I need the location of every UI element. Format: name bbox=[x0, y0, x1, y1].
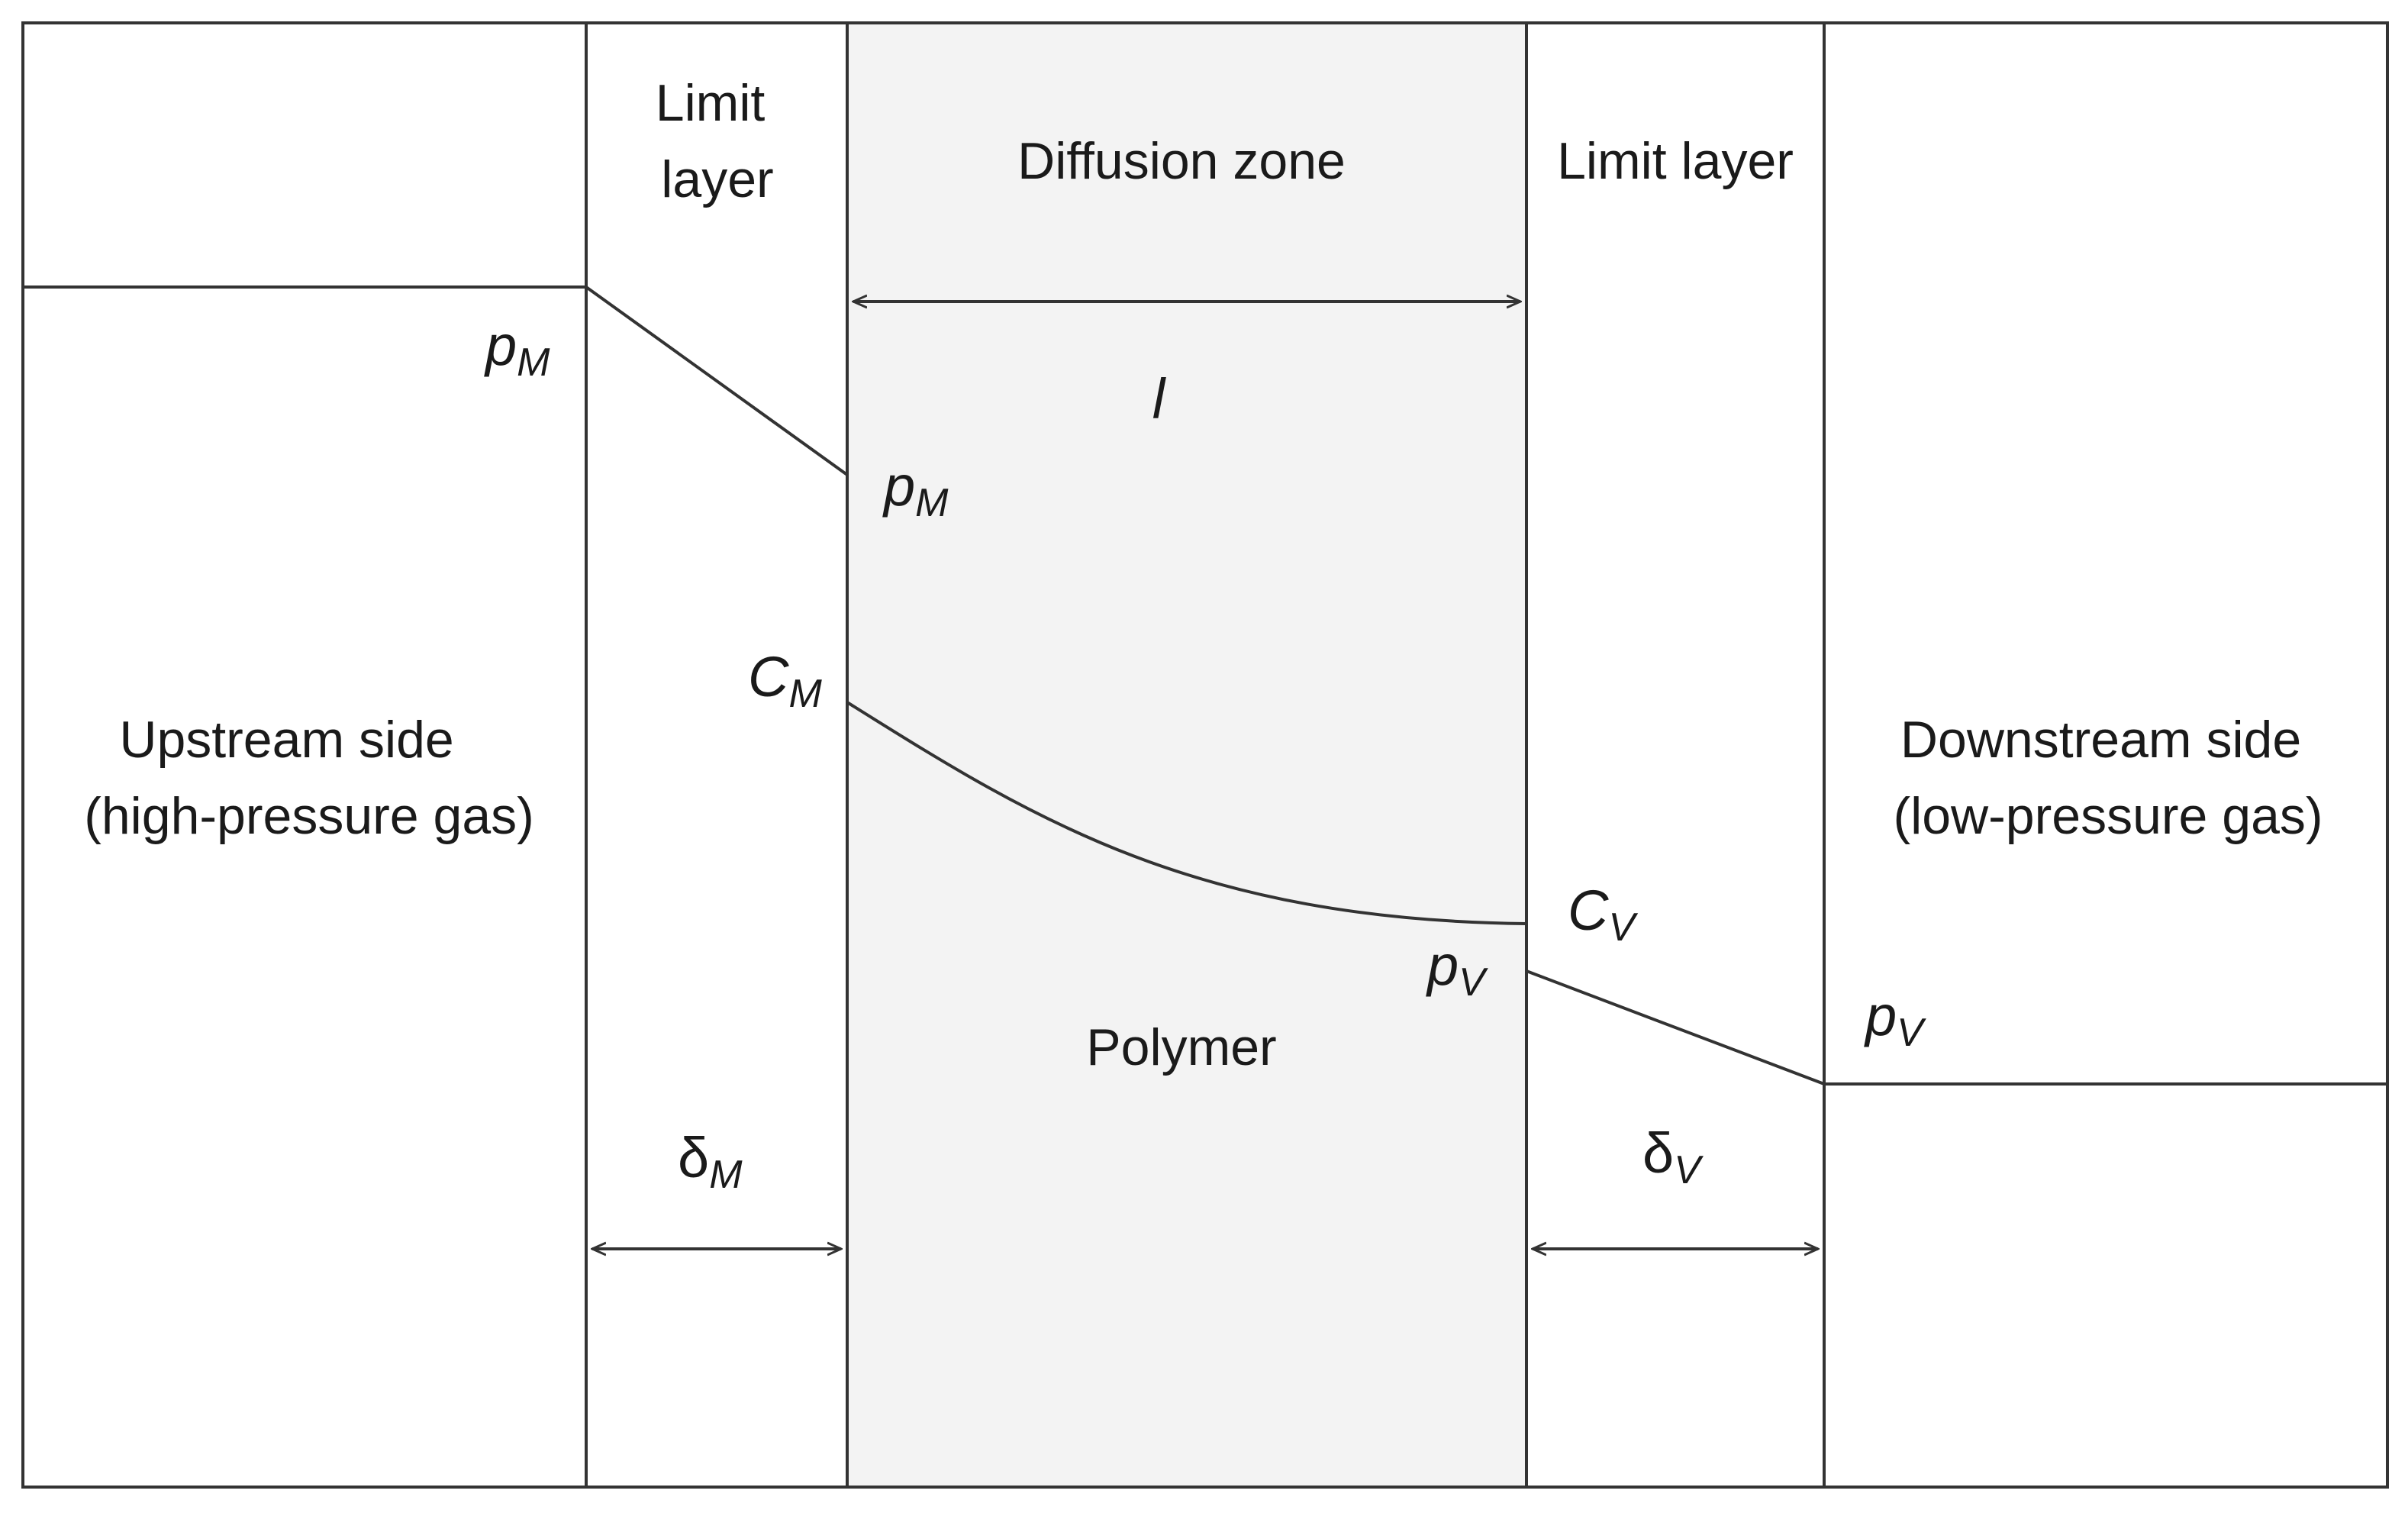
downstream-label-line2: (low-pressure gas) bbox=[1893, 787, 2323, 845]
limit-layer-right-label: Limit layer bbox=[1557, 132, 1794, 190]
pv-surface-symbol: pV bbox=[1426, 934, 1488, 1005]
delta-m-main: δ bbox=[678, 1126, 709, 1189]
polymer-region bbox=[847, 23, 1526, 1487]
pm-surface-sub: M bbox=[915, 481, 949, 525]
cv-symbol: CV bbox=[1568, 879, 1638, 950]
upstream-label-line2: (high-pressure gas) bbox=[84, 787, 534, 845]
delta-v-symbol: δV bbox=[1642, 1121, 1704, 1192]
cm-main: C bbox=[748, 645, 789, 708]
pm-surface-main: p bbox=[882, 454, 915, 518]
upstream-pressure-profile bbox=[23, 286, 849, 476]
cv-main: C bbox=[1568, 879, 1609, 942]
pv-surface-main: p bbox=[1426, 934, 1459, 997]
pv-downstream-main: p bbox=[1864, 984, 1897, 1047]
pv-surface-sub: V bbox=[1459, 960, 1488, 1005]
limit-layer-left-label: Limit layer bbox=[656, 74, 779, 208]
downstream-pressure-profile bbox=[1526, 969, 2387, 1086]
delta-v-main: δ bbox=[1642, 1121, 1674, 1185]
pv-downstream-symbol: pV bbox=[1864, 984, 1926, 1055]
pm-upstream-main: p bbox=[484, 314, 517, 377]
upstream-label-line1: Upstream side bbox=[119, 711, 453, 769]
limit-layer-left-line2: layer bbox=[661, 150, 773, 208]
downstream-label-line1: Downstream side bbox=[1900, 711, 2301, 769]
polymer-label: Polymer bbox=[1086, 1018, 1276, 1076]
cm-sub: M bbox=[788, 672, 822, 716]
pm-upstream-sub: M bbox=[517, 340, 550, 385]
thickness-symbol: l bbox=[1152, 367, 1167, 431]
delta-m-symbol: δM bbox=[678, 1126, 743, 1197]
pm-upstream-symbol: pM bbox=[484, 314, 550, 385]
pm-surface-symbol: pM bbox=[882, 454, 949, 525]
cv-sub: V bbox=[1608, 905, 1638, 950]
diagram-frame bbox=[21, 21, 2389, 1489]
concentration-profile bbox=[846, 701, 1527, 925]
downstream-label: Downstream side (low-pressure gas) bbox=[1893, 711, 2323, 845]
delta-m-sub: M bbox=[709, 1153, 743, 1197]
pv-downstream-sub: V bbox=[1897, 1011, 1926, 1055]
limit-layer-left-line1: Limit bbox=[656, 74, 766, 132]
diffusion-zone-label: Diffusion zone bbox=[1017, 132, 1346, 190]
upstream-label: Upstream side (high-pressure gas) bbox=[84, 711, 534, 845]
delta-v-sub: V bbox=[1674, 1148, 1704, 1192]
cm-symbol: CM bbox=[748, 645, 822, 716]
